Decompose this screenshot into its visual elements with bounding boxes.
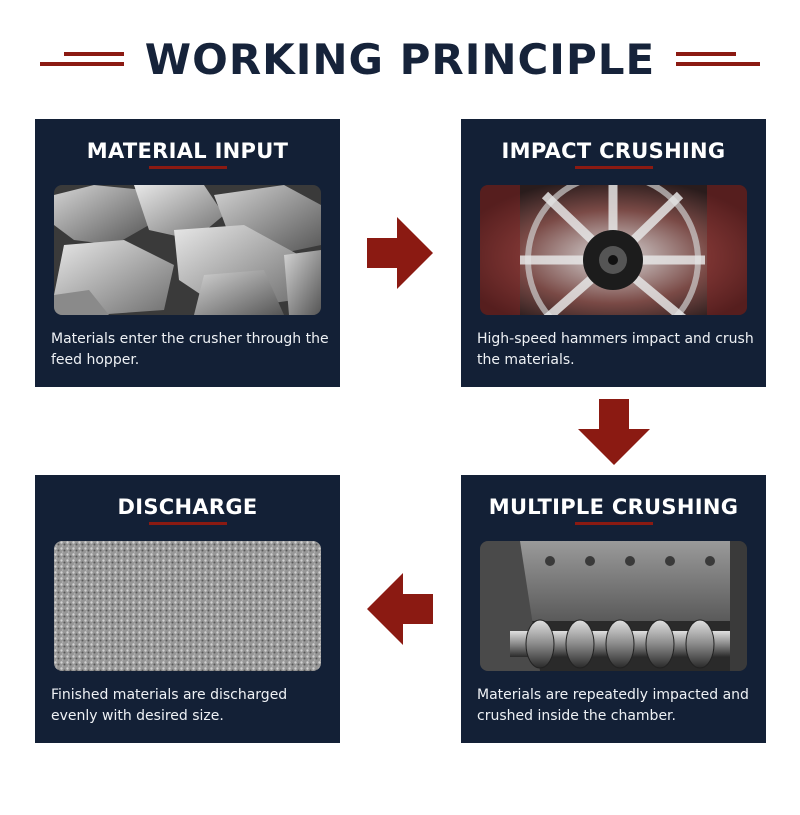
step-description: High-speed hammers impact and crush the … <box>477 331 754 368</box>
step-title-underline <box>574 522 653 525</box>
hammer-rotor-image <box>480 185 747 315</box>
step-title: MULTIPLE CRUSHING <box>488 495 739 519</box>
step-card-impact-crushing: IMPACT CRUSHING <box>461 119 766 387</box>
step-title-underline <box>148 522 227 525</box>
rock-pile-image <box>54 185 321 315</box>
step-title: IMPACT CRUSHING <box>501 139 726 163</box>
title-deco-left-bottom <box>40 62 124 66</box>
step-title: MATERIAL INPUT <box>86 139 289 163</box>
crushing-chamber-image <box>480 541 747 671</box>
page-title: WORKING PRINCIPLE <box>144 35 656 84</box>
arrow-left-icon <box>367 573 433 645</box>
title-deco-right-bottom <box>676 62 760 66</box>
arrow-down-icon <box>578 399 650 465</box>
step-card-material-input: MATERIAL INPUT Materials enter the crush… <box>35 119 340 387</box>
step-description: Finished materials are discharged evenly… <box>51 687 288 724</box>
step-title-underline <box>574 166 653 169</box>
step-title: DISCHARGE <box>117 495 258 519</box>
title-deco-right-top <box>676 52 736 56</box>
title-deco-left-top <box>64 52 124 56</box>
step-description: Materials are repeatedly impacted and cr… <box>477 687 749 724</box>
step-title-underline <box>148 166 227 169</box>
arrow-right-icon <box>367 217 433 289</box>
step-description: Materials enter the crusher through the … <box>51 331 329 368</box>
step-card-multiple-crushing: MULTIPLE CRUSHING <box>461 475 766 743</box>
fine-aggregate-image <box>54 541 321 671</box>
step-card-discharge: DISCHARGE Finished materials are dischar… <box>35 475 340 743</box>
